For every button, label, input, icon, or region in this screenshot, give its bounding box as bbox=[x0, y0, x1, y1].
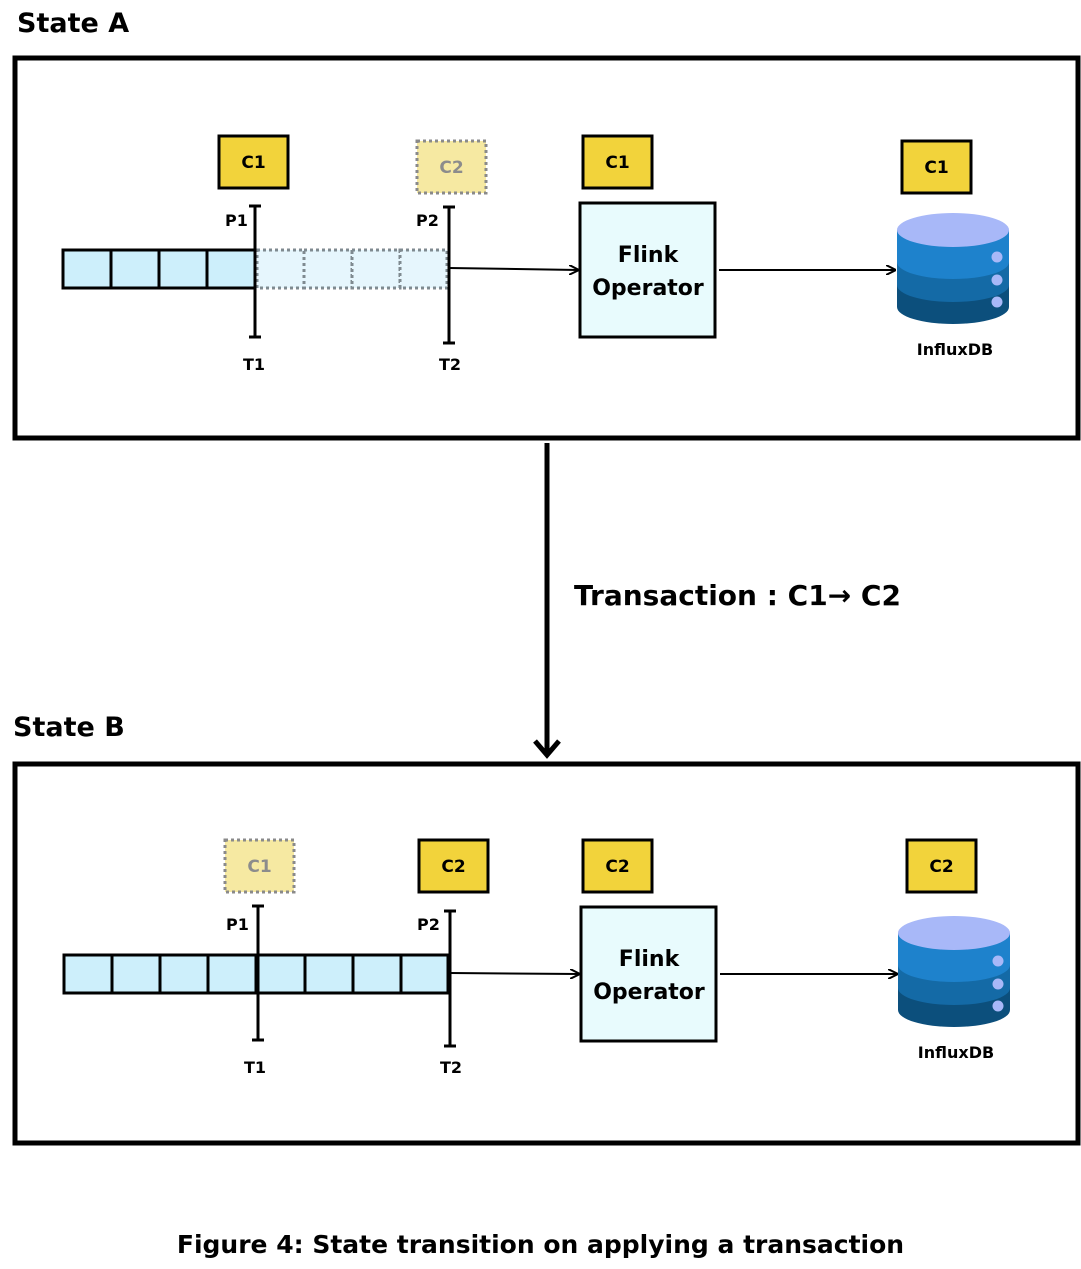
token-label-operator: C1 bbox=[605, 153, 629, 173]
token-box-p1-faded bbox=[223, 838, 296, 894]
time-label-t1-b: T1 bbox=[244, 1058, 266, 1077]
token-box-operator bbox=[581, 134, 654, 190]
flink-operator-box-b bbox=[579, 905, 718, 1043]
token-box-p2-faded bbox=[415, 139, 488, 195]
token-label-p1-faded: C1 bbox=[247, 857, 271, 877]
token-label-p1: C1 bbox=[241, 153, 265, 173]
flink-operator-label-line1: Flink bbox=[618, 243, 680, 268]
stream-cells-pending bbox=[255, 248, 449, 290]
pointer-label-p1-b: P1 bbox=[226, 915, 249, 934]
flink-operator-label-line1-b: Flink bbox=[619, 947, 681, 972]
state-a-panel: P1 P2 T1 T2 C1 C2 C1 C1 Flink Operator bbox=[12, 55, 1081, 441]
state-a-title: State A bbox=[17, 8, 130, 39]
token-box-database-b bbox=[905, 838, 978, 894]
token-box-p1 bbox=[217, 134, 290, 190]
state-b-title: State B bbox=[13, 712, 125, 743]
influxdb-database-icon bbox=[897, 213, 1009, 324]
token-box-database bbox=[900, 139, 973, 195]
database-label: InfluxDB bbox=[917, 340, 993, 359]
flink-operator-box bbox=[578, 201, 717, 339]
pointer-label-p2: P2 bbox=[416, 211, 439, 230]
transition-arrow bbox=[533, 443, 561, 759]
transaction-label: Transaction : C1→ C2 bbox=[574, 579, 901, 612]
token-label-operator-b: C2 bbox=[605, 857, 629, 877]
stream-cells-consumed bbox=[61, 248, 257, 290]
state-b-panel: P1 P2 T1 T2 C1 C2 C2 C2 Flink Operator I… bbox=[12, 761, 1081, 1146]
state-b-frame bbox=[12, 761, 1081, 1146]
figure-caption: Figure 4: State transition on applying a… bbox=[176, 1230, 905, 1259]
token-label-database: C1 bbox=[924, 158, 948, 178]
state-a-frame bbox=[12, 55, 1081, 441]
stream-cells-all bbox=[62, 953, 450, 995]
influxdb-database-icon-b bbox=[898, 916, 1010, 1027]
token-label-p2-faded: C2 bbox=[439, 158, 463, 178]
pointer-label-p2-b: P2 bbox=[417, 915, 440, 934]
marker-p1-t1 bbox=[249, 204, 261, 339]
marker-p1-t1-b bbox=[252, 904, 264, 1042]
flink-operator-label-line2-b: Operator bbox=[593, 980, 705, 1005]
flink-operator-label-line2: Operator bbox=[592, 276, 704, 301]
token-box-p2 bbox=[417, 838, 490, 894]
stream-to-operator-arrow bbox=[448, 268, 578, 270]
token-label-p2: C2 bbox=[441, 857, 465, 877]
token-label-database-b: C2 bbox=[929, 857, 953, 877]
token-box-operator-b bbox=[581, 838, 654, 894]
time-label-t2: T2 bbox=[439, 355, 461, 374]
time-label-t1: T1 bbox=[243, 355, 265, 374]
time-label-t2-b: T2 bbox=[440, 1058, 462, 1077]
marker-p2-t2-b bbox=[444, 909, 456, 1048]
stream-to-operator-arrow-b bbox=[449, 973, 579, 974]
database-label-b: InfluxDB bbox=[918, 1043, 994, 1062]
pointer-label-p1: P1 bbox=[225, 211, 248, 230]
marker-p2-t2 bbox=[443, 205, 455, 345]
